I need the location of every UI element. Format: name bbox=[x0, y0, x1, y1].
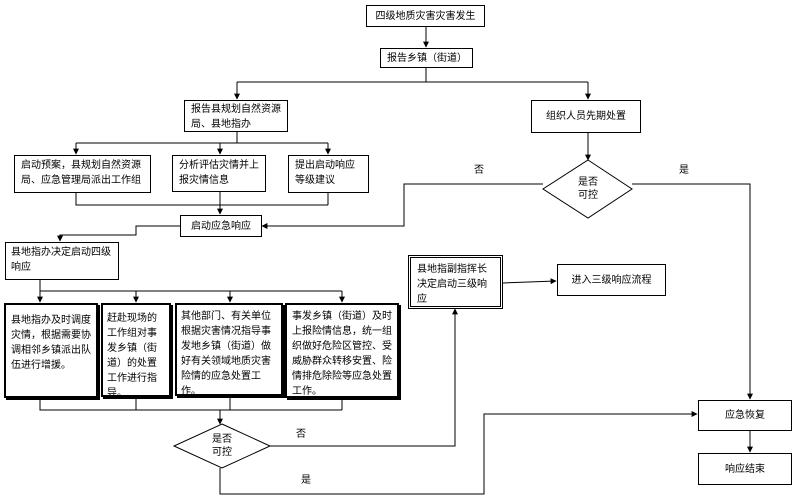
node-dispatch-label: 县地指办及时调度灾情，根据需要协调相邻乡镇派出队伍进行增援。 bbox=[11, 315, 91, 371]
decision-diamond-bottom bbox=[172, 423, 272, 469]
node-end: 响应结束 bbox=[698, 453, 792, 485]
node-start-label: 四级地质灾害灾害发生 bbox=[375, 10, 476, 22]
node-start-emergency: 启动应急响应 bbox=[180, 215, 262, 237]
decision-top-label: 是否 可控 bbox=[558, 176, 618, 202]
decision-top-line2: 可控 bbox=[578, 190, 598, 201]
edge-label-bottom-no: 否 bbox=[296, 429, 306, 440]
node-start-plan-label: 启动预案，县规划自然资源局、应急管理局派出工作组 bbox=[21, 160, 141, 186]
node-org-first-label: 组织人员先期处置 bbox=[546, 111, 626, 122]
decision-bottom-line1: 是否 bbox=[212, 434, 232, 445]
node-report-county-label: 报告县规划自然资源局、县地指办 bbox=[191, 104, 281, 130]
node-town-report-label: 事发乡镇（街道）及时上报险情信息，统一组织做好危险区管控、受威胁群众转移安置、险… bbox=[292, 311, 392, 397]
node-deputy-decide-label: 县地指副指挥长决定启动三级响应 bbox=[417, 264, 487, 305]
node-decide-four: 县地指办决定启动四级响应 bbox=[5, 242, 119, 280]
edge-to-enter-three bbox=[502, 278, 557, 285]
decision-bottom-line2: 可控 bbox=[212, 447, 232, 458]
node-propose-label: 提出启动响应等级建议 bbox=[295, 160, 355, 186]
node-guide-team-label: 赶赴现场的工作组对事发乡镇（街道）的处置工作进行指导。 bbox=[107, 313, 157, 399]
node-org-first: 组织人员先期处置 bbox=[531, 100, 641, 133]
node-other-depts: 其他部门、有关单位根据灾害情况指导事发地乡镇（街道）做好有关领域地质灾害险情的应… bbox=[175, 303, 283, 397]
edge-label-top-yes: 是 bbox=[679, 165, 689, 176]
node-enter-three-label: 进入三级响应流程 bbox=[571, 274, 652, 286]
node-report-town-label: 报告乡镇（街道） bbox=[387, 52, 467, 64]
node-decide-four-label: 县地指办决定启动四级响应 bbox=[11, 247, 111, 273]
decision-bottom-label: 是否 可控 bbox=[192, 433, 252, 459]
edge-to-decide-four bbox=[57, 225, 180, 242]
node-recovery: 应急恢复 bbox=[698, 400, 792, 431]
edge-top-yes bbox=[632, 183, 753, 400]
node-town-report: 事发乡镇（街道）及时上报险情信息，统一组织做好危险区管控、受威胁群众转移安置、险… bbox=[285, 303, 399, 398]
node-dispatch: 县地指办及时调度灾情，根据需要协调相邻乡镇派出队伍进行增援。 bbox=[4, 303, 98, 398]
node-analyze: 分析评估灾情并上报灾情信息 bbox=[172, 155, 266, 192]
node-deputy-decide: 县地指副指挥长决定启动三级响应 bbox=[408, 255, 503, 309]
node-propose: 提出启动响应等级建议 bbox=[288, 155, 369, 193]
edge-label-bottom-yes: 是 bbox=[301, 475, 311, 486]
node-report-county: 报告县规划自然资源局、县地指办 bbox=[184, 100, 288, 132]
node-recovery-label: 应急恢复 bbox=[725, 410, 765, 421]
node-report-town: 报告乡镇（街道） bbox=[380, 48, 473, 68]
node-analyze-label: 分析评估灾情并上报灾情信息 bbox=[179, 160, 259, 186]
node-other-depts-label: 其他部门、有关单位根据灾害情况指导事发地乡镇（街道）做好有关领域地质灾害险情的应… bbox=[181, 311, 271, 397]
edge-merge-left bbox=[75, 193, 328, 206]
edge-top-no bbox=[261, 183, 543, 229]
decision-top-line1: 是否 bbox=[578, 177, 598, 188]
node-guide-team: 赶赴现场的工作组对事发乡镇（街道）的处置工作进行指导。 bbox=[101, 303, 171, 399]
edge-bottom-no bbox=[270, 308, 458, 447]
decision-diamond-top bbox=[542, 159, 633, 219]
node-start: 四级地质灾害灾害发生 bbox=[366, 5, 485, 27]
node-start-emergency-label: 启动应急响应 bbox=[191, 220, 251, 232]
node-start-plan: 启动预案，县规划自然资源局、应急管理局派出工作组 bbox=[14, 155, 151, 193]
edge-bottom-yes bbox=[219, 411, 698, 495]
node-end-label: 响应结束 bbox=[725, 463, 765, 475]
edge-merge-four bbox=[39, 398, 342, 411]
node-enter-three: 进入三级响应流程 bbox=[557, 264, 666, 296]
edge-label-top-no: 否 bbox=[474, 165, 484, 176]
